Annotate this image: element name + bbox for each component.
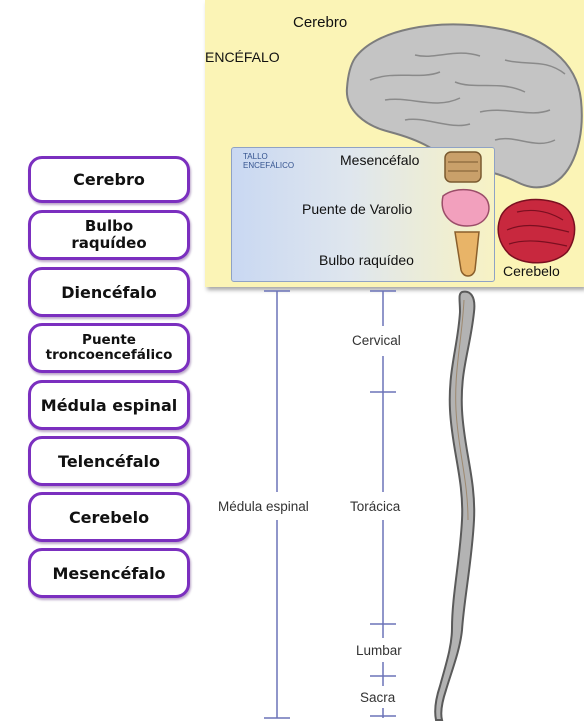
- medula-espinal-label: Médula espinal: [218, 499, 309, 514]
- lumbar-label: Lumbar: [356, 643, 402, 658]
- toracica-label: Torácica: [350, 499, 400, 514]
- spinal-cord-shape: [435, 292, 474, 720]
- sacra-label: Sacra: [360, 690, 395, 705]
- cervical-label: Cervical: [352, 333, 401, 348]
